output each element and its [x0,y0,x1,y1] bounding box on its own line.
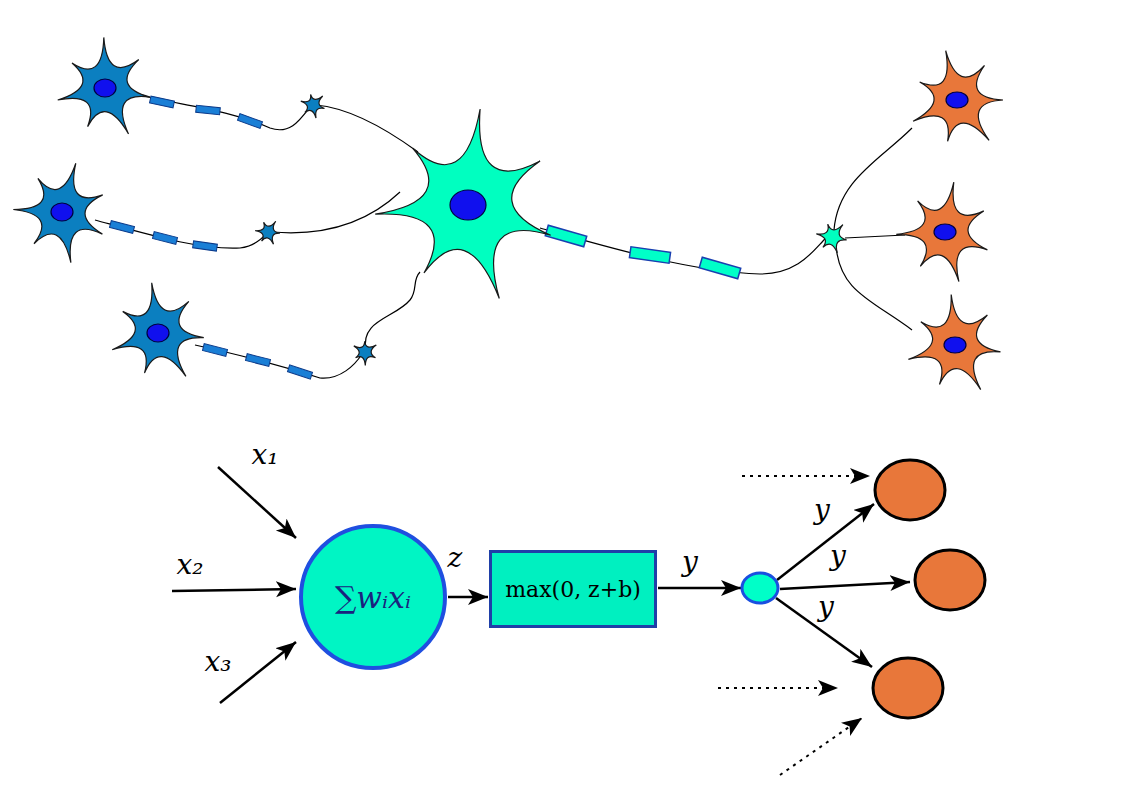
biological-neurons [13,37,1003,389]
neuron-body [896,182,987,281]
edge-label: z [446,543,465,573]
cell-nucleus [946,92,968,108]
myelin-sheath [153,232,178,245]
neuron-body [112,283,204,377]
next-neuron [915,550,985,610]
neuron-body [13,163,102,262]
axon-terminal [742,573,778,603]
input-label: x₃ [202,647,233,677]
node-text: ∑wᵢxᵢ [335,580,411,615]
neuron-cells [13,37,1003,389]
other-input-arrow [718,687,838,689]
dendrite-line [836,246,912,330]
other-input-arrow [742,475,870,477]
axon-line [95,220,266,248]
signal-label: y [816,592,836,622]
cell-nucleus [944,337,966,353]
next-neuron [873,658,943,718]
signal-arrow [448,596,488,599]
dendrite-line [272,192,400,233]
synapse [354,341,377,365]
synapse [301,95,325,119]
input-label: x₁ [249,440,280,470]
myelin-sheath [699,257,740,279]
myelin-sheath [110,221,135,234]
myelin-sheath [246,354,271,367]
neuron-body [908,295,1000,390]
dendrite-line [845,235,905,238]
circle-outline [301,526,445,668]
output-arrow [780,582,910,589]
dendrite-line [316,105,418,152]
artificial-neuron-wires [172,460,985,775]
myelin-sheath [150,96,175,108]
myelin-sheath [238,114,263,129]
myelin-sheath [288,365,313,379]
myelin-sheath [545,225,586,247]
cell-nucleus [147,324,169,342]
neuron-body [913,51,1003,142]
myelin-sheath [196,105,221,114]
dendrite-line [365,272,420,350]
signal-label: y [812,495,832,525]
signal-label: y [828,541,848,571]
sum-circle: ∑wᵢxᵢ [299,524,447,670]
neuron-body [58,37,150,133]
synapse [255,221,280,244]
axon-line [140,95,310,130]
cell-nucleus [94,79,116,97]
input-label: x₂ [174,550,205,580]
other-input-arrow [780,718,862,775]
dendrite-line [834,128,912,230]
synapse [816,224,846,253]
myelin-sheath [193,241,218,251]
myelin-sheath [203,344,228,357]
output-arrow [658,587,741,590]
myelin-sheath [629,247,670,263]
input-arrow [172,589,296,591]
signal-label: y [680,547,700,577]
neuron-body [375,109,551,299]
activation-box: max(0, z+b) [489,550,657,628]
cell-nucleus [51,203,73,221]
cell-nucleus [934,224,956,240]
node-text: max(0, z+b) [505,577,641,602]
cell-nucleus [450,190,486,220]
input-arrow [218,467,296,538]
next-neuron [875,460,945,520]
